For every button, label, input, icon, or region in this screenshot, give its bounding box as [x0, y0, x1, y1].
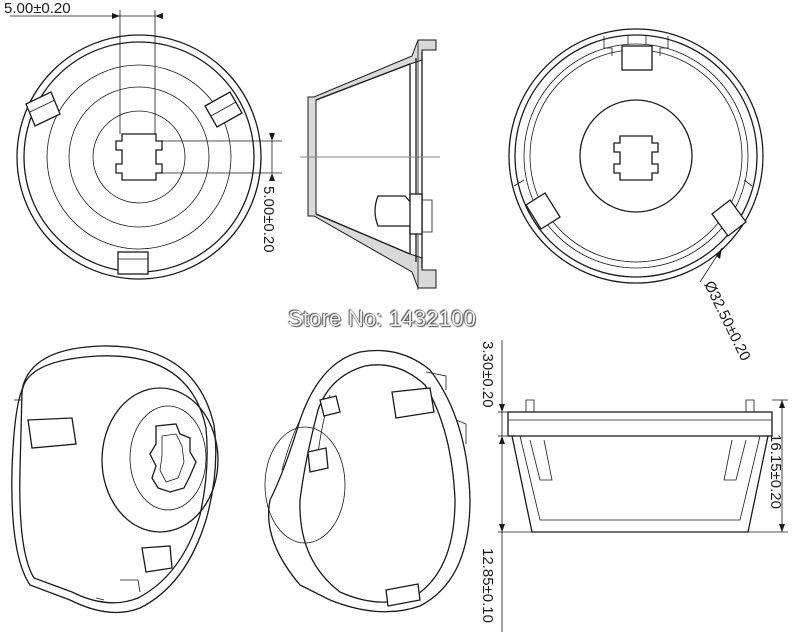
dimension-tab-width-side: 5.00±0.20	[260, 186, 277, 253]
section-view	[300, 39, 440, 290]
front-plan-view: 5.00±0.20 5.00±0.20	[4, 0, 282, 280]
dimension-total-height: 16.15±0.20	[767, 434, 784, 509]
isometric-front-view	[11, 345, 219, 614]
isometric-rear-view	[264, 349, 471, 613]
dimension-tab-width-top: 5.00±0.20	[4, 0, 71, 17]
dimension-outer-diameter: Ø32.50±0.20	[700, 278, 753, 363]
rear-plan-view: Ø32.50±0.20	[508, 28, 764, 364]
dimension-rim-height: 3.30±0.20	[479, 341, 496, 408]
store-watermark: Store No: 1432100	[288, 306, 477, 331]
dimension-body-height: 12.85±0.10	[479, 548, 496, 623]
side-elevation-view: 3.30±0.20 12.85±0.10 16.15±0.20	[479, 340, 788, 632]
